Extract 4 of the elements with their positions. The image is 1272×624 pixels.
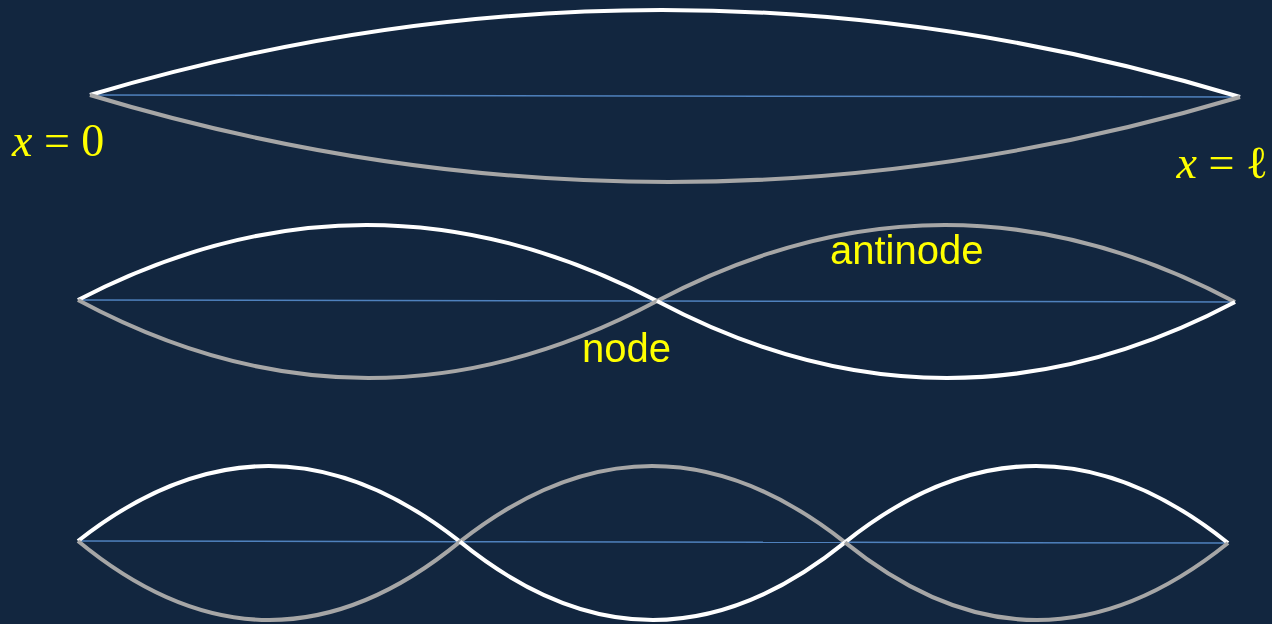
position-label: x = ℓ: [1176, 140, 1268, 186]
node-label: node: [582, 328, 671, 368]
position-label: x = 0: [12, 118, 105, 164]
antinode-label: antinode: [830, 230, 984, 270]
